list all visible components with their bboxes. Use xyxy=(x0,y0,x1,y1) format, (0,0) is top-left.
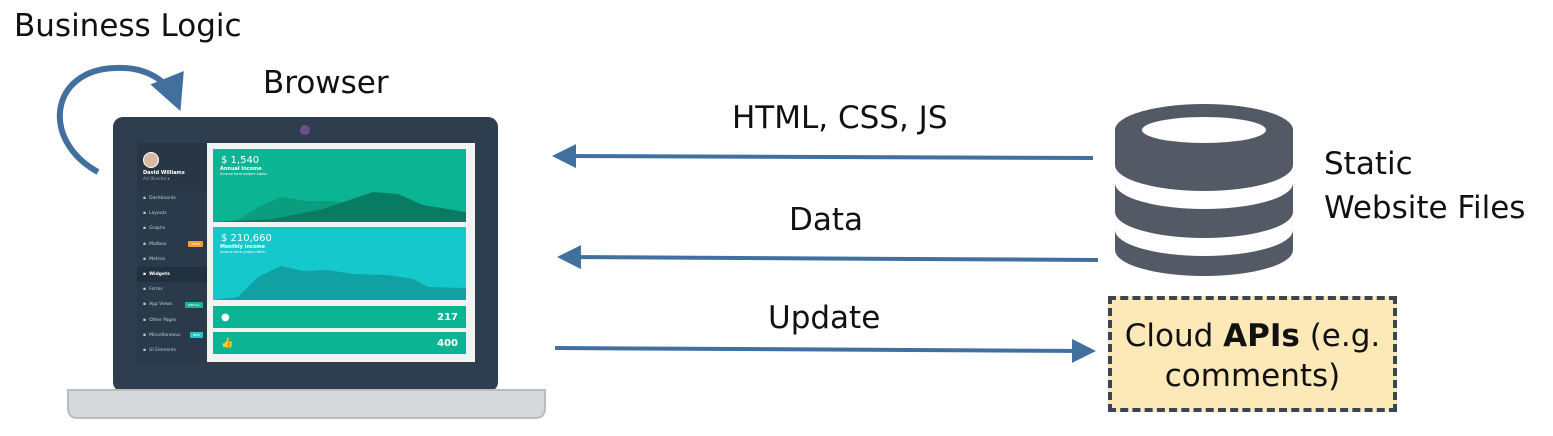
likes-value: 400 xyxy=(437,337,458,349)
annual-title: Annual income xyxy=(220,166,262,172)
sidebar-item-label: Forms xyxy=(149,287,163,293)
monthly-area-chart xyxy=(213,266,466,300)
bar-chart-icon: ▪ xyxy=(143,226,147,232)
sidebar-item[interactable]: ▪Other Pages xyxy=(137,313,207,328)
profile: David Williams Art Director ▾ xyxy=(137,143,207,191)
sidebar-badge: 16/24 xyxy=(188,241,203,248)
sidebar-item[interactable]: ▪Metrics xyxy=(137,252,207,267)
flask-icon: ▪ xyxy=(143,347,147,353)
sidebar-item-label: Dashboards xyxy=(149,196,176,202)
arrow-update xyxy=(554,338,1096,363)
dashboard-sidebar: David Williams Art Director ▾ ▪Dashboard… xyxy=(137,143,207,362)
thumbs-up-icon: 👍 xyxy=(221,337,234,349)
users-stat-card: ● 217 xyxy=(213,306,466,328)
user-icon: ● xyxy=(221,311,230,323)
envelope-icon: ▪ xyxy=(143,241,147,247)
sidebar-item[interactable]: ▪UI Elements xyxy=(137,343,207,358)
static-files-label-line2: Website Files xyxy=(1324,190,1526,226)
apis-text: APIs xyxy=(1223,318,1300,354)
sidebar-item-label: Graphs xyxy=(149,226,166,232)
users-value: 217 xyxy=(437,311,458,323)
grid-icon: ▪ xyxy=(143,196,147,202)
monthly-value: $ 210,660 xyxy=(221,233,272,244)
cloud-text-line2: comments) xyxy=(1164,358,1341,394)
globe-icon: ▪ xyxy=(143,332,147,338)
sidebar-item-label: Widgets xyxy=(149,272,170,278)
business-logic-loop-arrow xyxy=(56,64,184,175)
update-label: Update xyxy=(768,300,881,336)
sidebar-badge: SPECIAL xyxy=(184,301,203,308)
business-logic-label: Business Logic xyxy=(14,8,242,44)
cloud-text-eg: (e.g. xyxy=(1299,318,1381,354)
database-icon xyxy=(1115,104,1293,276)
laptop-screen: David Williams Art Director ▾ ▪Dashboard… xyxy=(137,143,475,362)
browser-label: Browser xyxy=(263,65,389,101)
sidebar-item[interactable]: ▪Miscellaneous NEW xyxy=(137,328,207,343)
sidebar-item[interactable]: ▪Forms xyxy=(137,282,207,297)
globe-icon: ▪ xyxy=(143,317,147,323)
sidebar-item-label: UI Elements xyxy=(149,347,177,353)
sidebar-item[interactable]: ▪Layouts xyxy=(137,206,207,221)
sidebar-item-label: App Views xyxy=(149,302,173,308)
annual-subtitle: Income form project Alpha. xyxy=(220,172,268,176)
arrow-html xyxy=(552,144,1094,169)
flask-icon: ▪ xyxy=(143,272,147,278)
sidebar-item-label: Mailbox xyxy=(149,241,167,247)
cloud-apis-box: Cloud APIs (e.g. comments) xyxy=(1108,296,1397,412)
sidebar-item[interactable]: ▪App Views SPECIAL xyxy=(137,297,207,312)
likes-stat-card: 👍 400 xyxy=(213,332,466,354)
sidebar-item[interactable]: ▪Graphs xyxy=(137,221,207,236)
gauge-icon: ▪ xyxy=(143,256,147,262)
annual-income-card: $ 1,540 Annual income Income form projec… xyxy=(213,149,466,222)
desktop-icon: ▪ xyxy=(143,302,147,308)
sidebar-item[interactable]: ▪Mailbox 16/24 xyxy=(137,237,207,252)
sidebar-item-label: Miscellaneous xyxy=(149,332,181,338)
monthly-subtitle: Income form project Beta. xyxy=(220,250,266,254)
cloud-text: Cloud xyxy=(1124,318,1224,354)
diamond-icon: ▪ xyxy=(143,211,147,217)
user-role: Art Director ▾ xyxy=(143,176,170,181)
avatar xyxy=(143,152,159,168)
data-label: Data xyxy=(789,202,864,238)
static-files-label-line1: Static xyxy=(1324,146,1413,182)
webcam xyxy=(300,125,310,135)
edit-icon: ▪ xyxy=(143,287,147,293)
monthly-title: Monthly income xyxy=(220,244,265,250)
sidebar-badge: NEW xyxy=(189,332,203,339)
annual-value: $ 1,540 xyxy=(221,155,260,166)
annual-area-chart xyxy=(213,192,466,222)
laptop-base xyxy=(67,389,546,419)
html-css-js-label: HTML, CSS, JS xyxy=(732,100,948,136)
sidebar-item[interactable]: ▪Widgets xyxy=(137,266,207,283)
sidebar-item[interactable]: ▪Dashboards xyxy=(137,191,207,206)
monthly-income-card: $ 210,660 Monthly income Income form pro… xyxy=(213,227,466,300)
sidebar-item-label: Other Pages xyxy=(149,317,177,323)
arrow-data xyxy=(557,245,1099,270)
user-name: David Williams xyxy=(143,170,185,176)
dashboard-main: $ 1,540 Annual income Income form projec… xyxy=(207,143,475,362)
sidebar-item-label: Metrics xyxy=(149,256,166,262)
sidebar-item-label: Layouts xyxy=(149,211,167,217)
